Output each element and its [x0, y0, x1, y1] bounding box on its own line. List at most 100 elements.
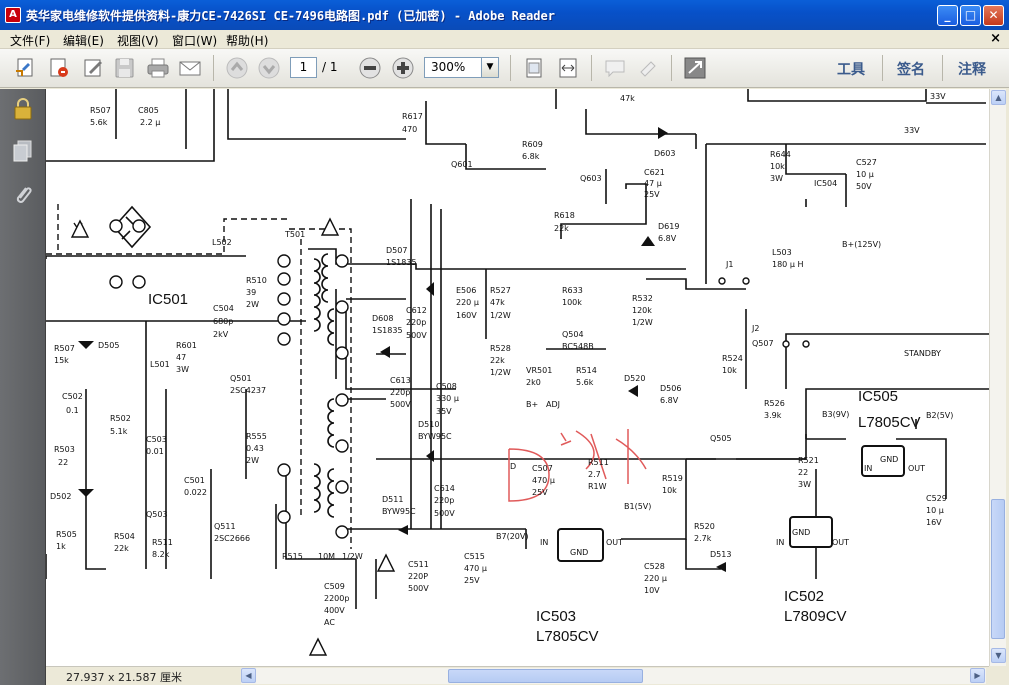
schematic-label: C509 — [324, 582, 345, 591]
scroll-down-icon[interactable]: ▼ — [991, 648, 1006, 663]
transformer-t501 — [313, 253, 335, 518]
schematic-label: 33V — [904, 126, 920, 135]
schematic-label: 220 μ — [456, 298, 479, 307]
pages-icon[interactable] — [11, 139, 35, 163]
zoom-input[interactable]: 300% — [424, 57, 482, 78]
scroll-right-icon[interactable]: ▶ — [970, 668, 985, 683]
adobe-reader-icon[interactable]: A — [5, 7, 21, 23]
diode-symbols — [78, 127, 726, 572]
schematic-label: 47k — [490, 298, 505, 307]
schematic-label: L501 — [150, 360, 170, 369]
horizontal-scroll-thumb[interactable] — [448, 669, 643, 683]
schematic-label: C621 — [644, 168, 665, 177]
close-button[interactable]: ✕ — [983, 5, 1004, 26]
highlight-icon[interactable] — [636, 57, 660, 79]
schematic-label: L502 — [212, 238, 232, 247]
schematic-label: 220P — [408, 572, 428, 581]
email-icon[interactable] — [178, 57, 202, 79]
schematic-label: C613 — [390, 376, 411, 385]
close-document-button[interactable]: × — [990, 31, 1001, 46]
zoom-dropdown-icon[interactable]: ▼ — [481, 57, 499, 78]
schematic-label: 47k — [620, 94, 635, 103]
schematic-label: C515 — [464, 552, 485, 561]
schematic-label: 1/2W — [490, 368, 511, 377]
schematic-label: 2.7 — [588, 470, 601, 479]
schematic-label: 22 — [798, 468, 808, 477]
zoom-out-icon[interactable] — [358, 57, 382, 79]
scroll-up-icon[interactable]: ▲ — [991, 90, 1006, 105]
schematic-label: 25V — [644, 190, 660, 199]
schematic-label: R504 — [114, 532, 135, 541]
fill-sign-icon[interactable] — [82, 57, 106, 79]
menu-window[interactable]: 窗口(W) — [172, 34, 218, 48]
schematic-label: C528 — [644, 562, 665, 571]
schematic-label: Q601 — [451, 160, 473, 169]
schematic-label: 10 μ — [926, 506, 944, 515]
schematic-label: 500V — [406, 331, 427, 340]
schematic-label: 180 μ H — [772, 260, 803, 269]
comment-icon[interactable] — [603, 57, 627, 79]
maximize-button[interactable]: □ — [960, 5, 981, 26]
schematic-label: R520 — [694, 522, 715, 531]
schematic-label: D506 — [660, 384, 681, 393]
schematic-label: R617 — [402, 112, 423, 121]
attachments-icon[interactable] — [11, 183, 35, 207]
expand-icon[interactable] — [683, 57, 707, 79]
schematic-label: R521 — [798, 456, 819, 465]
schematic-label: Q504 — [562, 330, 584, 339]
lock-icon[interactable] — [11, 97, 35, 121]
schematic-label: R502 — [110, 414, 131, 423]
next-page-icon[interactable] — [257, 57, 281, 79]
vertical-scrollbar[interactable]: ▲ ▼ — [989, 89, 1006, 666]
comment-button[interactable]: 注释 — [958, 62, 986, 78]
schematic-label: R644 — [770, 150, 791, 159]
save-icon[interactable] — [113, 57, 137, 79]
schematic-label: R528 — [490, 344, 511, 353]
schematic-label: IC501 — [148, 291, 188, 308]
schematic-label: R503 — [54, 445, 75, 454]
scroll-left-icon[interactable]: ◀ — [241, 668, 256, 683]
schematic-label: 470 μ — [532, 476, 555, 485]
schematic-label: 2kV — [213, 330, 229, 339]
schematic-label: B7(20V) — [496, 532, 528, 541]
schematic-label: R511 — [152, 538, 173, 547]
schematic-label: 470 — [402, 125, 417, 134]
schematic-label: B+(125V) — [842, 240, 881, 249]
schematic-label: R505 — [56, 530, 77, 539]
schematic-label: 10k — [662, 486, 677, 495]
sign-button[interactable]: 签名 — [897, 62, 925, 78]
schematic-label: D505 — [98, 341, 119, 350]
create-pdf-icon[interactable] — [14, 57, 38, 79]
print-icon[interactable] — [146, 57, 170, 79]
schematic-label: 0.022 — [184, 488, 207, 497]
schematic-label: Q505 — [710, 434, 732, 443]
schematic-label: 22k — [490, 356, 505, 365]
zoom-in-icon[interactable] — [391, 57, 415, 79]
schematic-label: R507 — [54, 344, 75, 353]
edit-pdf-icon[interactable] — [47, 57, 71, 79]
menu-help[interactable]: 帮助(H) — [226, 34, 269, 48]
schematic-label: R510 — [246, 276, 267, 285]
previous-page-icon[interactable] — [225, 57, 249, 79]
menu-edit[interactable]: 编辑(E) — [63, 34, 104, 48]
fit-width-icon[interactable] — [556, 57, 580, 79]
schematic-label: BC548B — [562, 342, 594, 351]
horizontal-scrollbar[interactable]: ◀ ▶ — [241, 668, 986, 684]
minimize-button[interactable]: _ — [937, 5, 958, 26]
schematic-label: 39 — [246, 288, 256, 297]
vertical-scroll-thumb[interactable] — [991, 499, 1005, 639]
menu-view[interactable]: 视图(V) — [117, 34, 159, 48]
fit-page-icon[interactable] — [522, 57, 546, 79]
page-number-input[interactable]: 1 — [290, 57, 317, 78]
schematic-label: ADJ — [546, 400, 560, 409]
schematic-label: Q501 — [230, 374, 252, 383]
schematic-label: R524 — [722, 354, 743, 363]
schematic-label: 25V — [532, 488, 548, 497]
schematic-label: J1 — [725, 260, 733, 269]
menu-file[interactable]: 文件(F) — [10, 34, 51, 48]
page-dimensions: 27.937 x 21.587 厘米 — [66, 671, 182, 684]
tools-button[interactable]: 工具 — [837, 62, 865, 78]
